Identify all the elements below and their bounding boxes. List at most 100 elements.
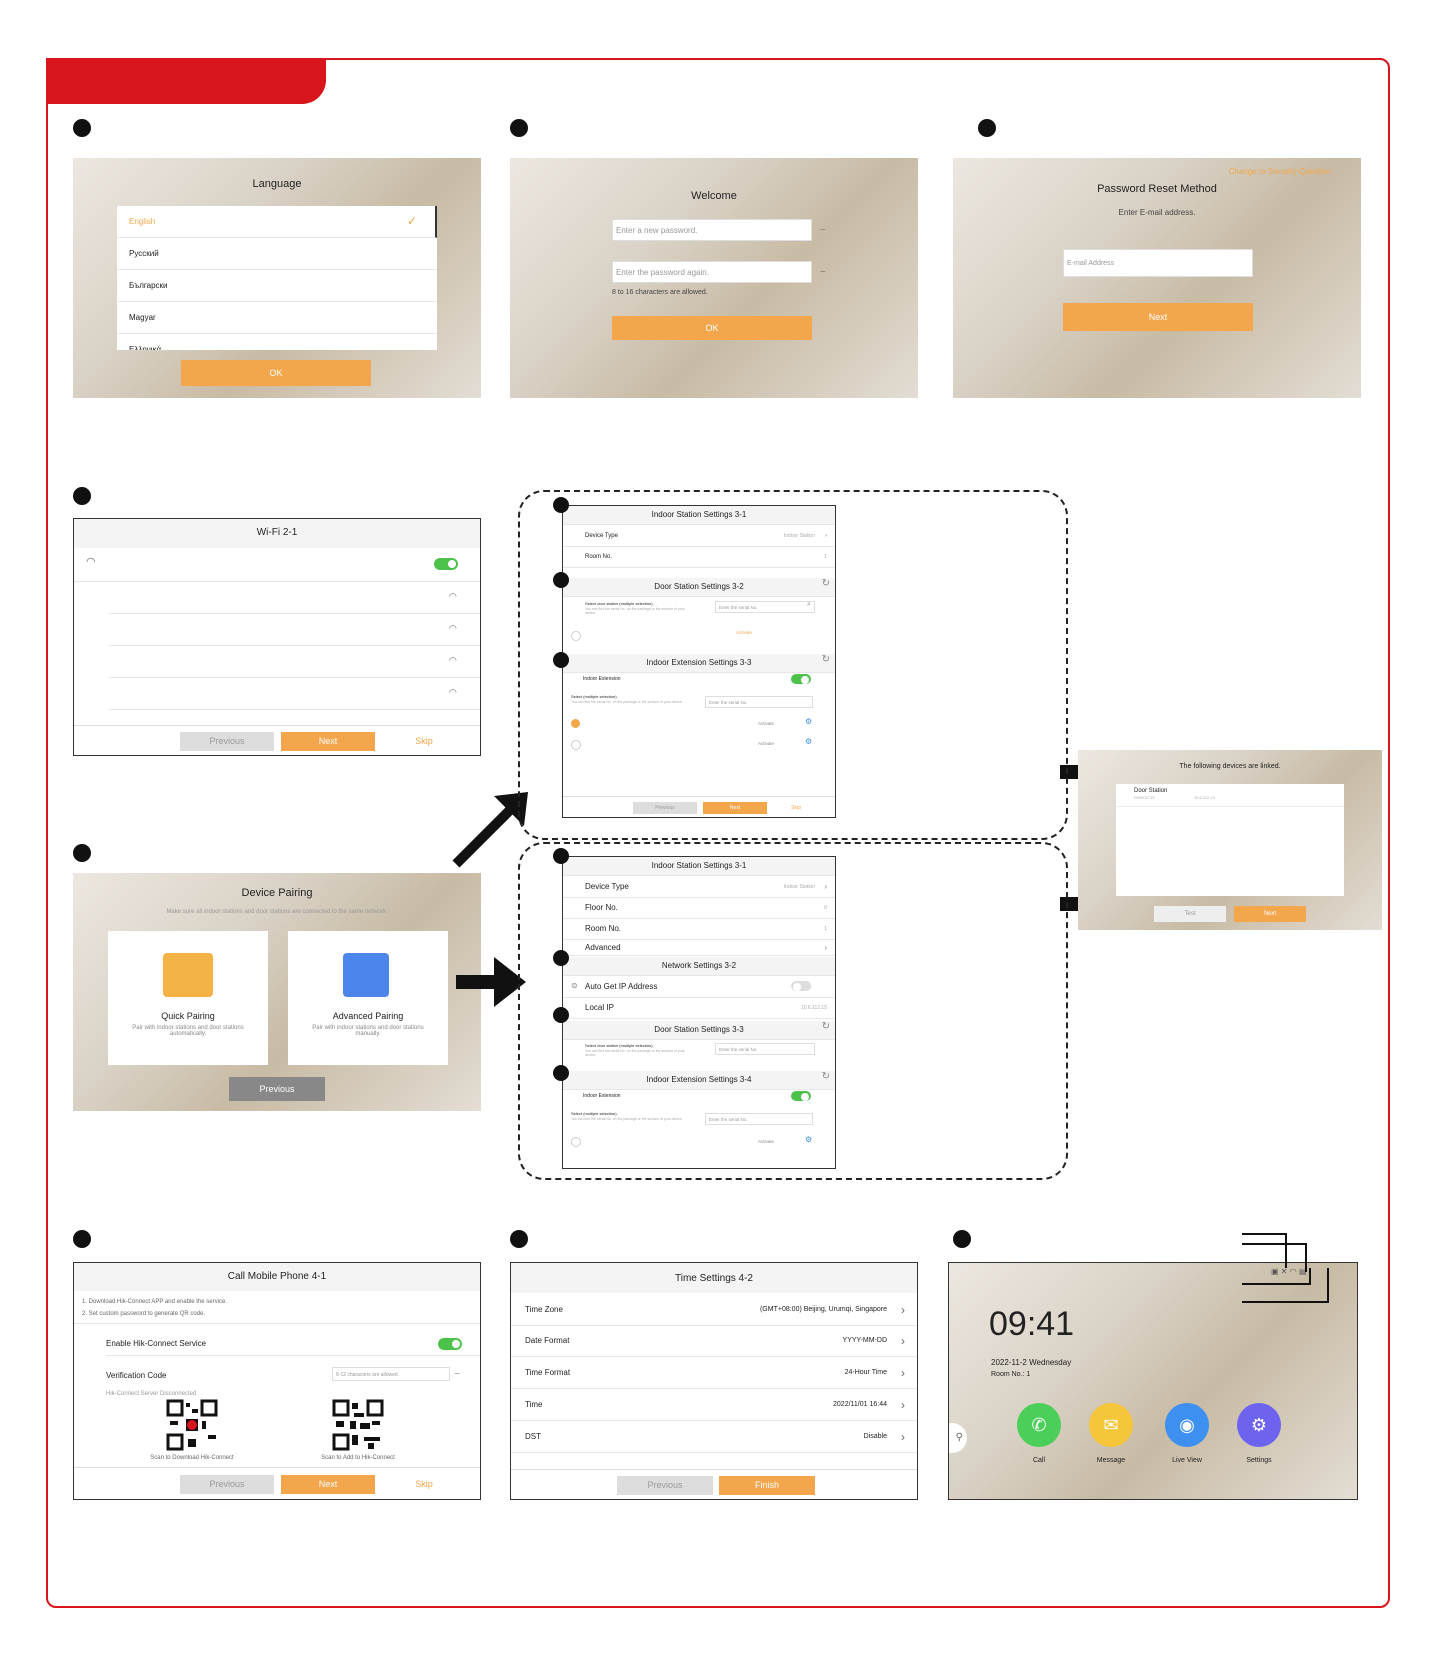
wifi-lock-icon[interactable]: ◠ [449, 655, 457, 665]
room-row[interactable]: Room No.1 [563, 919, 835, 940]
step-dot [553, 1007, 569, 1023]
security-question-link[interactable]: Change to Security Question [1228, 167, 1331, 176]
next-button[interactable]: Next [1063, 303, 1253, 331]
select-multi-label: Select (multiple selection). [571, 1111, 618, 1116]
next-button[interactable]: Next [1234, 906, 1306, 922]
radio-button[interactable] [571, 631, 581, 641]
language-item-russian[interactable]: Русский [117, 238, 437, 270]
serial-input[interactable]: Enter the serial No. [715, 601, 815, 613]
activate-label: Activate [758, 1139, 775, 1144]
radio-button[interactable] [571, 1137, 581, 1147]
finish-button[interactable]: Finish [719, 1476, 815, 1495]
gear-icon[interactable]: ⚙ [805, 717, 813, 726]
radio-button-selected[interactable] [571, 719, 580, 728]
wifi-lock-icon[interactable]: ◠ [449, 687, 457, 697]
settings-icon[interactable]: ⚙ [1237, 1403, 1281, 1447]
email-field[interactable]: E-mail Address [1063, 249, 1253, 277]
wifi-lock-icon[interactable]: ◠ [449, 623, 457, 633]
room-row[interactable]: Room No.1 [563, 547, 835, 568]
ok-button[interactable]: OK [181, 360, 371, 386]
row-value: (GMT+08:00) Beijing, Urumqi, Singapore [759, 1306, 887, 1313]
language-list[interactable]: English ✓ Русский Български Magyar Ελλην… [117, 206, 437, 350]
serial-input[interactable]: Enter the serial No. [705, 696, 813, 708]
language-item-bulgarian[interactable]: Български [117, 270, 437, 302]
reset-subtitle: Enter E-mail address. [1118, 208, 1196, 217]
wifi-toggle[interactable] [434, 558, 458, 570]
previous-button[interactable]: Previous [633, 802, 697, 814]
skip-button[interactable]: Skip [791, 805, 801, 811]
previous-button[interactable]: Previous [180, 732, 274, 751]
step-dot [953, 1230, 971, 1248]
message-icon[interactable]: ✉ [1089, 1403, 1133, 1447]
gear-icon[interactable]: ⚙ [805, 737, 813, 746]
chevron-right-icon: › [901, 1303, 905, 1317]
advanced-pairing-card[interactable]: Advanced Pairing Pair with indoor statio… [288, 931, 448, 1065]
verification-code-input[interactable]: 6-12 characters are allowed [332, 1367, 450, 1381]
eye-closed-icon[interactable]: ⌣ [820, 224, 826, 234]
chevron-right-icon: › [901, 1366, 905, 1380]
qr-add-caption: Scan to Add to Hik-Connect [321, 1455, 395, 1461]
app-label-call: Call [1032, 1457, 1046, 1464]
language-item-magyar[interactable]: Magyar [117, 302, 437, 334]
serial-input[interactable]: Enter the serial No. [715, 1043, 815, 1055]
linked-device-ip: 10.6.112.15 [1194, 795, 1215, 800]
previous-button[interactable]: Previous [180, 1475, 274, 1494]
new-password-input[interactable]: Enter a new password. [612, 219, 812, 241]
live-view-icon[interactable]: ◉ [1165, 1403, 1209, 1447]
indoor-extension-toggle[interactable] [791, 1091, 811, 1101]
enable-service-toggle[interactable] [438, 1338, 462, 1350]
refresh-icon[interactable]: ↻ [821, 1021, 830, 1032]
next-button[interactable]: Next [281, 732, 375, 751]
refresh-icon[interactable]: ↻ [821, 654, 830, 665]
refresh-icon[interactable]: ↻ [821, 578, 830, 589]
header-tab [46, 58, 326, 104]
serial-input[interactable]: Enter the serial No. [705, 1113, 813, 1125]
activate-link[interactable]: Activate [736, 630, 753, 635]
next-button[interactable]: Next [281, 1475, 375, 1494]
radio-button[interactable] [571, 740, 581, 750]
previous-button[interactable]: Previous [617, 1476, 713, 1495]
chevron-right-icon: › [901, 1398, 905, 1412]
indoor-extension-label: Indoor Extension [583, 676, 621, 682]
device-type-label: Device Type [585, 882, 629, 891]
previous-button[interactable]: Previous [229, 1077, 325, 1101]
page-title: Password Reset Method [1097, 183, 1217, 195]
step-dot [73, 844, 91, 862]
auto-ip-row[interactable]: Auto Get IP Address [563, 977, 835, 998]
time-zone-row[interactable]: Time Zone(GMT+08:00) Beijing, Urumqi, Si… [511, 1295, 917, 1326]
next-button[interactable]: Next [703, 802, 767, 814]
test-button[interactable]: Test [1154, 906, 1226, 922]
language-item-greek[interactable]: Ελληνικά [117, 334, 437, 350]
wifi-icon: ◠ [86, 556, 96, 568]
eye-closed-icon[interactable]: ⌣ [820, 266, 826, 276]
row-label: DST [525, 1432, 541, 1441]
refresh-icon[interactable]: ↻ [821, 1071, 830, 1082]
step-dot [510, 119, 528, 137]
indoor-extension-toggle[interactable] [791, 674, 811, 684]
row-label: Time Format [525, 1368, 571, 1377]
enable-service-label: Enable Hik-Connect Service [106, 1339, 207, 1348]
advanced-row[interactable]: Advanced› [563, 941, 835, 956]
skip-button[interactable]: Skip [415, 736, 433, 746]
pin-icon[interactable]: ⚲ [949, 1423, 967, 1453]
phone-icon[interactable]: ✆ [1017, 1403, 1061, 1447]
confirm-password-input[interactable]: Enter the password again. [612, 261, 812, 283]
eye-closed-icon[interactable]: ⌣ [454, 1368, 460, 1378]
floor-row[interactable]: Floor No.0 [563, 898, 835, 919]
skip-button[interactable]: Skip [415, 1479, 433, 1489]
wifi-lock-icon[interactable]: ◠ [449, 591, 457, 601]
language-item-english[interactable]: English [117, 206, 437, 238]
ok-button[interactable]: OK [612, 316, 812, 340]
server-status: Hik-Connect Server Disconnected [106, 1391, 197, 1397]
auto-ip-toggle[interactable] [791, 981, 811, 991]
gear-icon[interactable]: ⚙ [805, 1135, 813, 1144]
quick-pairing-card[interactable]: Quick Pairing Pair with indoor stations … [108, 931, 268, 1065]
